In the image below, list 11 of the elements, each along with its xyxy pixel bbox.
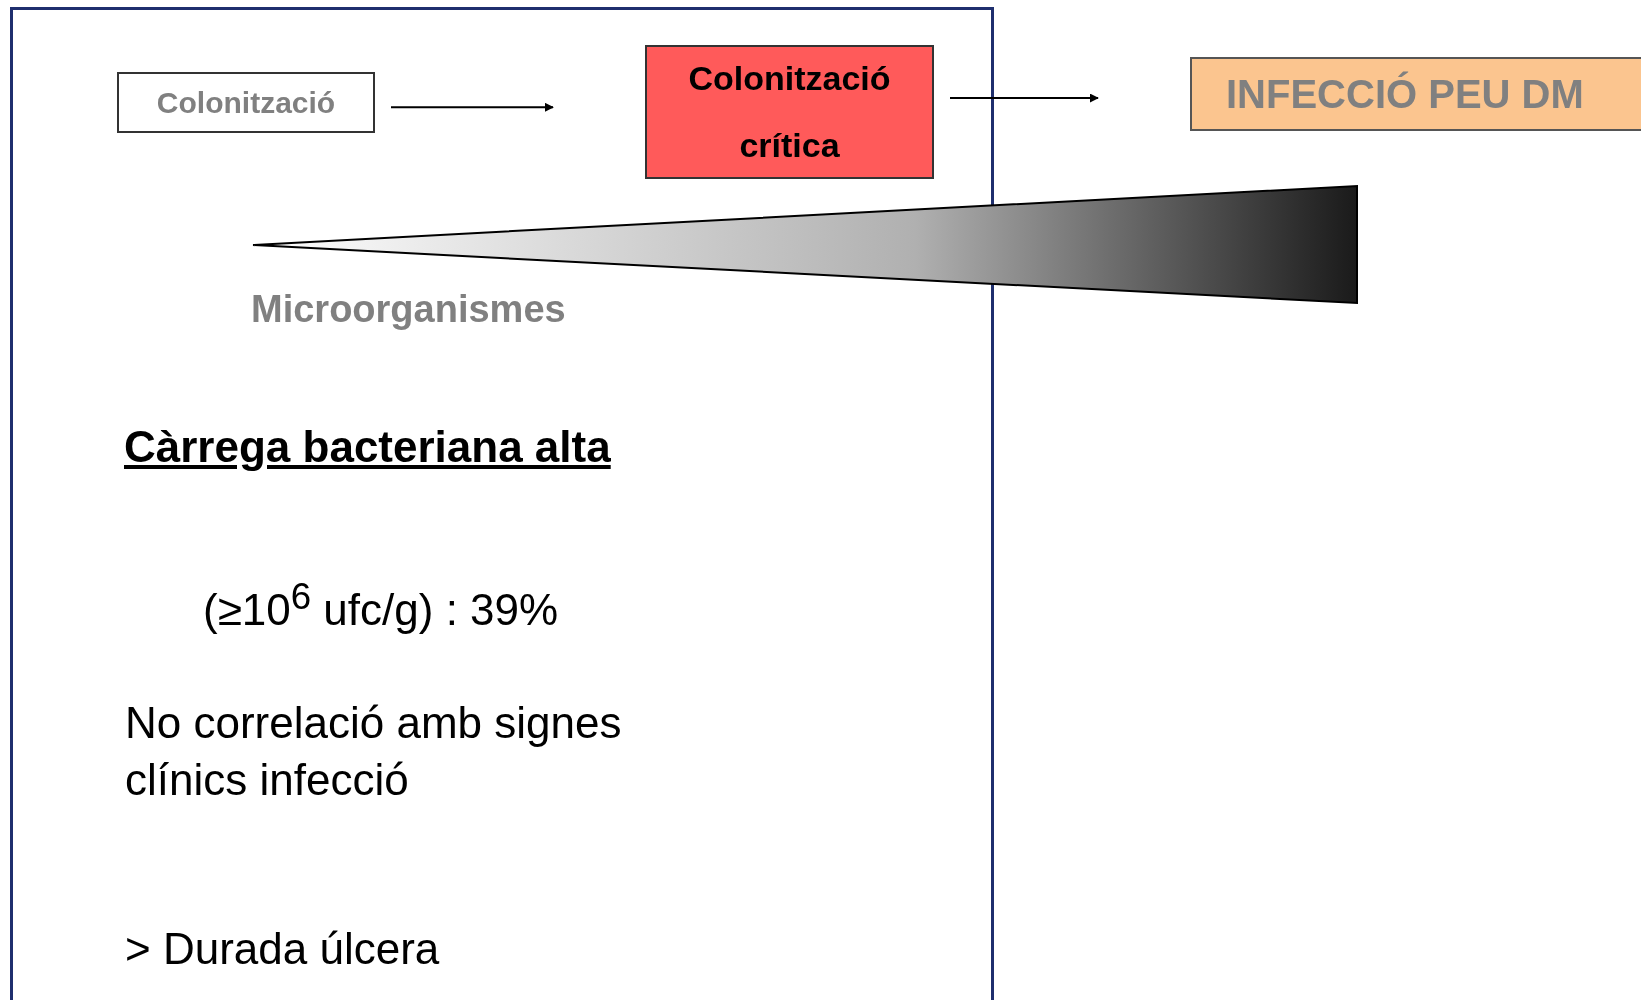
content-panel [10, 7, 994, 1000]
arrow [949, 93, 1099, 103]
axis-label: Microorganismes [251, 288, 566, 331]
note-text: > Durada úlcera [125, 924, 440, 974]
process-box: Colonització [117, 72, 375, 133]
section-heading: Càrrega bacteriana alta [124, 422, 611, 472]
process-box: Colonització crítica [645, 45, 934, 179]
note-text: No correlació amb signes clínics infecció [125, 697, 623, 806]
statistic-text: (≥10$^{6}$ ufc/g) : 39% [203, 576, 559, 635]
process-box: INFECCIÓ PEU DM [1190, 57, 1641, 131]
arrow [390, 102, 554, 112]
